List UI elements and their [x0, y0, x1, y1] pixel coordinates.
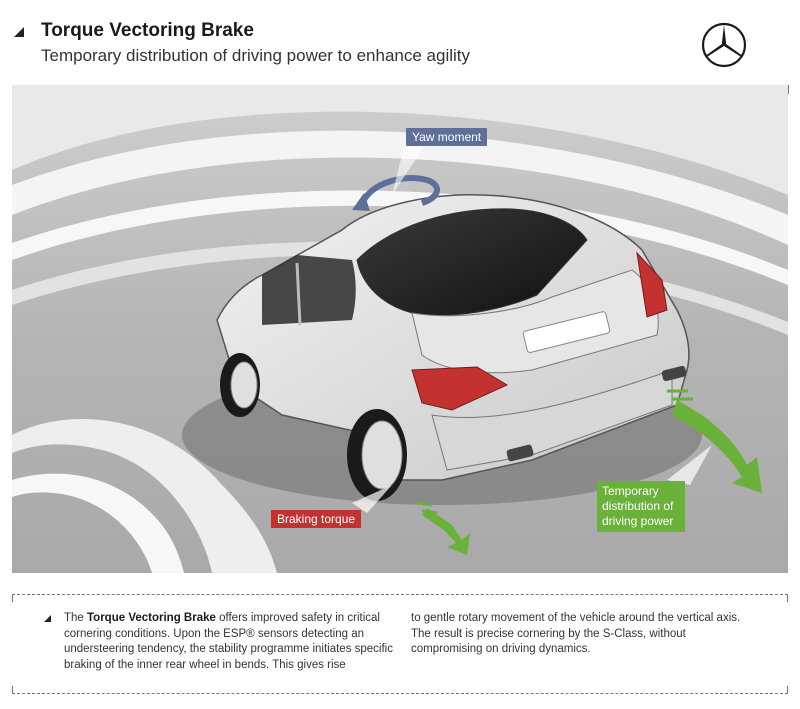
braking-torque-label: Braking torque [271, 510, 362, 528]
header-triangle-icon [14, 27, 24, 37]
caption-text-pre: The [64, 612, 88, 624]
braking-arrow-icon [416, 501, 470, 555]
page-subtitle: Temporary distribution of driving power … [41, 46, 471, 65]
caption-tick [12, 686, 13, 693]
caption-tick [12, 595, 13, 602]
caption-box [12, 594, 788, 694]
caption-column-1: The Torque Vectoring Brake offers improv… [64, 611, 404, 673]
caption-tick [787, 595, 788, 602]
yaw-moment-label: Yaw moment [406, 128, 488, 146]
driving-power-label: Temporary distribution of driving power [597, 481, 685, 532]
page-title: Torque Vectoring Brake [41, 20, 254, 41]
caption-text-post: offers improved safety in critical corne… [64, 612, 393, 671]
mercedes-star-logo-icon [701, 22, 747, 68]
caption-bold-term: Torque Vectoring Brake [87, 612, 216, 624]
caption-column-2: to gentle rotary movement of the vehicle… [411, 612, 741, 655]
caption-triangle-icon [44, 615, 51, 622]
caption-tick [787, 686, 788, 693]
